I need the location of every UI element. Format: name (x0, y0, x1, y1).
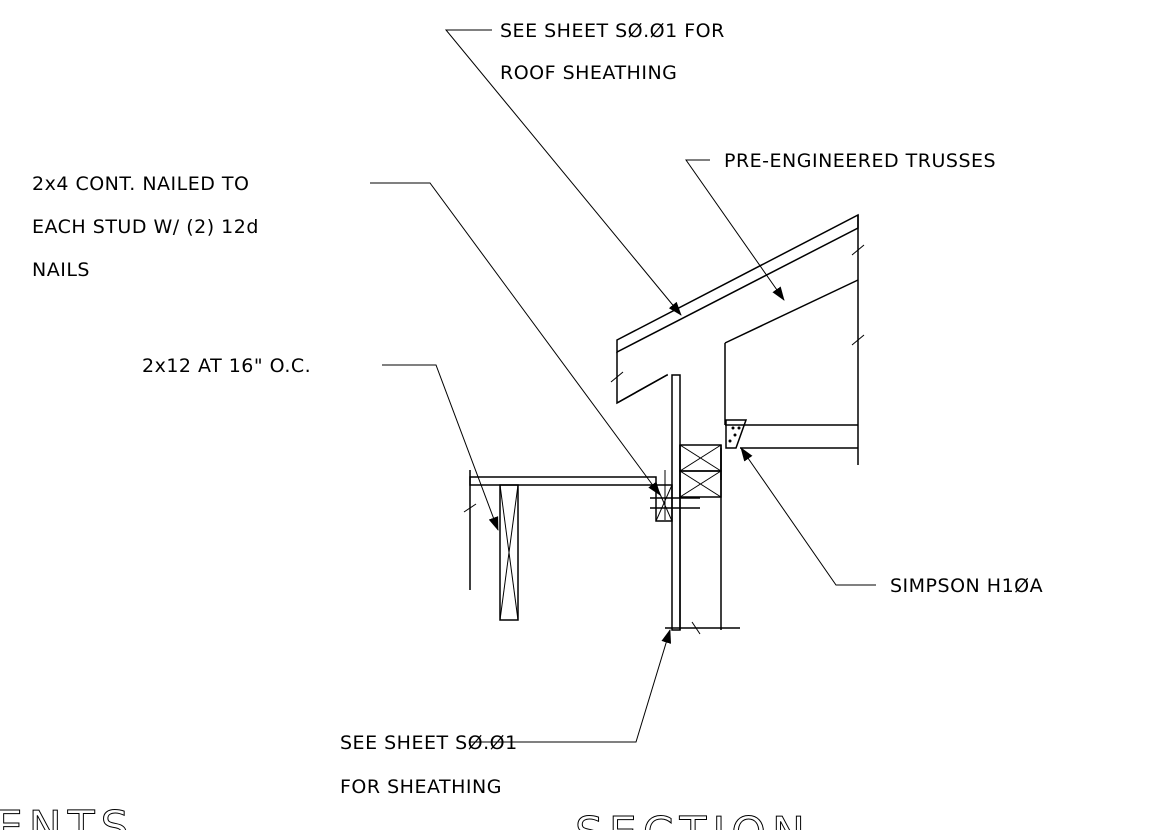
ledger-and-beam (463, 470, 700, 590)
roof-sheathing (616, 213, 859, 354)
simpson-h10a-connector (720, 419, 748, 480)
note-joists-line1: 2x12 AT 16" O.C. (142, 355, 311, 377)
note-joists: 2x12 AT 16" O.C. (142, 355, 311, 377)
note-ledger: 2x4 CONT. NAILED TO EACH STUD W/ (2) 12d… (32, 173, 259, 281)
note-ledger-line3: NAILS (32, 259, 90, 281)
title-fragment-right: SECTION (575, 808, 811, 830)
note-roof-sheathing-line2: ROOF SHEATHING (500, 62, 677, 84)
title-fragment-left: ENTS (0, 802, 135, 830)
note-wall-sheathing-line1: SEE SHEET SØ.Ø1 (340, 732, 518, 754)
truss-outline (610, 215, 865, 465)
note-ledger-line2: EACH STUD W/ (2) 12d (32, 216, 259, 238)
note-connector: SIMPSON H1ØA (890, 575, 1043, 597)
note-roof-sheathing-line1: SEE SHEET SØ.Ø1 FOR (500, 20, 725, 42)
leaders (370, 29, 876, 743)
note-ledger-line1: 2x4 CONT. NAILED TO (32, 173, 249, 195)
note-trusses-line1: PRE-ENGINEERED TRUSSES (724, 150, 996, 172)
note-roof-sheathing: SEE SHEET SØ.Ø1 FOR ROOF SHEATHING (500, 20, 725, 84)
note-connector-line1: SIMPSON H1ØA (890, 575, 1043, 597)
note-trusses: PRE-ENGINEERED TRUSSES (724, 150, 996, 172)
note-wall-sheathing-line2: FOR SHEATHING (340, 776, 502, 798)
note-wall-sheathing: SEE SHEET SØ.Ø1 FOR SHEATHING (340, 732, 518, 798)
exterior-wall (665, 374, 740, 635)
joist-2x12 (499, 484, 519, 621)
